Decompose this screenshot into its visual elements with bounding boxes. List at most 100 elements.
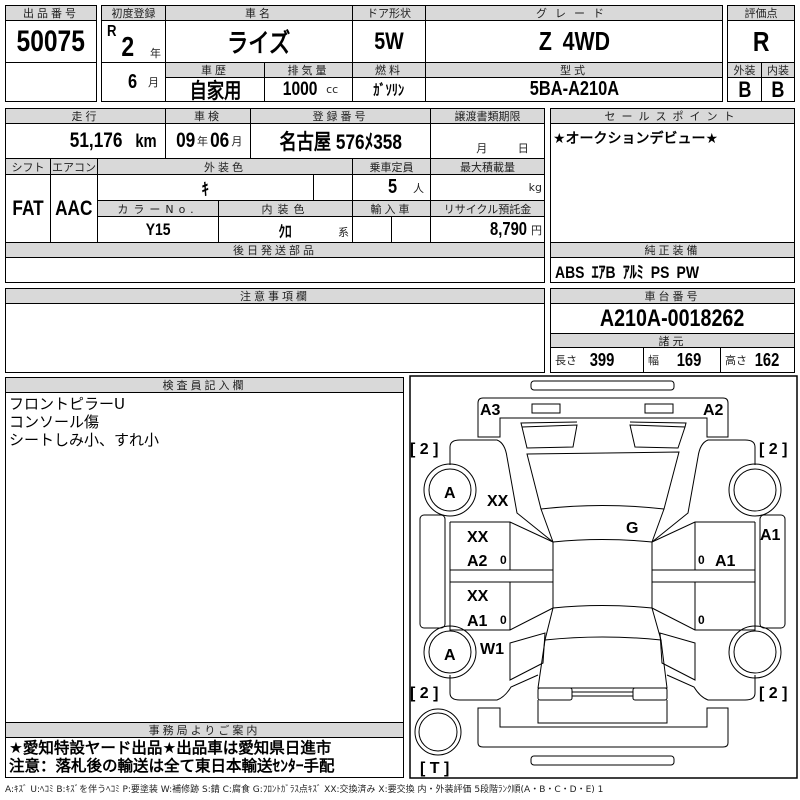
shift: FAT bbox=[12, 196, 44, 220]
era: R bbox=[107, 23, 117, 40]
overall-score: R bbox=[752, 25, 770, 57]
first-reg-month-cell: 6 月 bbox=[101, 62, 166, 102]
office-line: ★愛知特設ヤード出品★出品車は愛知県日進市 bbox=[9, 739, 332, 757]
inspection-year: 09 bbox=[175, 129, 195, 152]
car-outline bbox=[414, 380, 786, 766]
car-name: ライズ bbox=[227, 28, 291, 58]
car-name-label: 車名 bbox=[165, 5, 353, 21]
displacement-label: 排気量 bbox=[264, 62, 353, 78]
windshield bbox=[540, 508, 665, 543]
int-score: B bbox=[771, 77, 785, 102]
inspector-line: フロントピラーU bbox=[9, 395, 125, 413]
chassis-label: 車台番号 bbox=[550, 288, 795, 304]
width: 169 bbox=[676, 349, 702, 370]
first-reg-label: 初度登録 bbox=[101, 5, 166, 21]
car-diagram: A3 A2 [ 2 ] [ 2 ] [ 2 ] [ 2 ] A XX G A1 … bbox=[409, 375, 798, 779]
import-cell-1 bbox=[352, 216, 392, 243]
notes-body bbox=[5, 303, 545, 373]
sales-point: ★オークションデビュー★ bbox=[550, 123, 795, 243]
tire-tread: [ 2 ] bbox=[410, 685, 438, 702]
capacity-label: 乗車定員 bbox=[352, 158, 431, 175]
door-handle-mark: 0 bbox=[500, 553, 507, 567]
damage-mark: A bbox=[444, 647, 456, 664]
rear-panel bbox=[537, 691, 668, 724]
displacement: 1000 bbox=[282, 78, 318, 100]
inspector-line: シートしみ小、すれ小 bbox=[9, 431, 160, 449]
damage-mark: A bbox=[444, 485, 456, 502]
damage-mark: A1 bbox=[715, 553, 736, 570]
model-code: 5BA-A210A bbox=[529, 78, 619, 100]
first-reg-year: 2 bbox=[121, 31, 135, 62]
tail-lamp bbox=[632, 687, 668, 701]
later-parts-label: 後日発送部品 bbox=[5, 242, 545, 258]
equipment: ABS ｴｱB ｱﾙﾐ PS PW bbox=[555, 262, 700, 282]
left-side bbox=[419, 439, 554, 701]
rear-bumper-bar bbox=[530, 755, 675, 766]
right-side bbox=[651, 439, 786, 701]
roof bbox=[552, 542, 653, 609]
deadline-day-unit: 日 bbox=[517, 142, 529, 155]
ext-color: ｷ bbox=[202, 180, 209, 199]
later-parts-body bbox=[5, 257, 545, 283]
ext-score-label: 外装 bbox=[727, 62, 762, 78]
front-lamp bbox=[531, 403, 561, 414]
damage-mark: W1 bbox=[480, 641, 504, 658]
inspection-month: 06 bbox=[210, 129, 230, 152]
door-label: ドア形状 bbox=[352, 5, 426, 21]
first-reg-month: 6 bbox=[127, 70, 137, 93]
recycle-fee: 8,790 bbox=[490, 219, 527, 239]
legend: A:ｷｽﾞ U:ﾍｺﾐ B:ｷｽﾞを伴うﾍｺﾐ P:要塗装 W:補修跡 S:錆 … bbox=[5, 785, 604, 795]
score-label: 評価点 bbox=[727, 5, 795, 21]
diagram-frame bbox=[409, 375, 798, 779]
rear-window bbox=[544, 607, 662, 641]
aircon: AAC bbox=[55, 196, 93, 220]
damage-mark: XX bbox=[467, 588, 489, 605]
mileage-unit: km bbox=[135, 130, 157, 151]
inspector-notes: フロントピラーU コンソール傷 シートしみ小、すれ小 bbox=[5, 392, 404, 723]
tire-tread: [ 2 ] bbox=[759, 441, 787, 458]
inspector-label: 検査員記入欄 bbox=[5, 377, 404, 393]
mileage: 51,176 bbox=[69, 129, 123, 152]
max-load-unit: kg bbox=[528, 181, 542, 194]
capacity: 5 bbox=[387, 176, 397, 198]
spare-tire-label: [ T ] bbox=[420, 760, 449, 777]
grade: Z 4WD bbox=[538, 26, 610, 56]
hood bbox=[526, 451, 680, 510]
height-label: 高さ bbox=[725, 354, 747, 367]
inspector-line: コンソール傷 bbox=[9, 413, 100, 431]
recycle-unit: 円 bbox=[531, 223, 542, 237]
history-label: 車歴 bbox=[165, 62, 265, 78]
damage-mark: XX bbox=[487, 493, 509, 510]
max-load-label: 最大積載量 bbox=[430, 158, 545, 175]
color-no: Y15 bbox=[145, 219, 171, 239]
int-score-label: 内装 bbox=[761, 62, 795, 78]
model-code-label: 型式 bbox=[425, 62, 723, 78]
spare-tire bbox=[414, 708, 462, 756]
damage-mark: G bbox=[626, 520, 638, 537]
chassis-number: A210A-0018262 bbox=[600, 304, 745, 332]
int-color: ｸﾛ bbox=[278, 223, 293, 241]
shift-label: シフト bbox=[5, 158, 51, 175]
import-label: 輸入車 bbox=[352, 200, 431, 217]
width-label: 幅 bbox=[648, 354, 659, 367]
import-cell-2 bbox=[391, 216, 431, 243]
int-color-unit: 系 bbox=[338, 226, 349, 239]
damage-mark: A1 bbox=[760, 527, 781, 544]
aircon-label: エアコン bbox=[50, 158, 98, 175]
ext-score: B bbox=[737, 77, 752, 102]
damage-mark: XX bbox=[467, 529, 489, 546]
ext-color-label: 外装色 bbox=[97, 158, 353, 175]
office-label: 事務局よりご案内 bbox=[5, 722, 404, 738]
mileage-label: 走行 bbox=[5, 108, 166, 124]
notes-label: 注意事項欄 bbox=[5, 288, 545, 304]
inspection-month-unit: 月 bbox=[231, 135, 243, 148]
deadline-month-unit: 月 bbox=[476, 142, 488, 155]
headlights bbox=[520, 421, 687, 449]
year-unit: 年 bbox=[150, 47, 161, 60]
office-line: 注意：落札後の輸送は全て東日本輸送ｾﾝﾀｰ手配 bbox=[9, 757, 335, 775]
history: 自家用 bbox=[189, 79, 241, 102]
front-lamp bbox=[644, 403, 674, 414]
inspection-label: 車検 bbox=[165, 108, 251, 124]
lot-number: 50075 bbox=[16, 24, 86, 58]
lot-label: 出品番号 bbox=[5, 5, 97, 21]
